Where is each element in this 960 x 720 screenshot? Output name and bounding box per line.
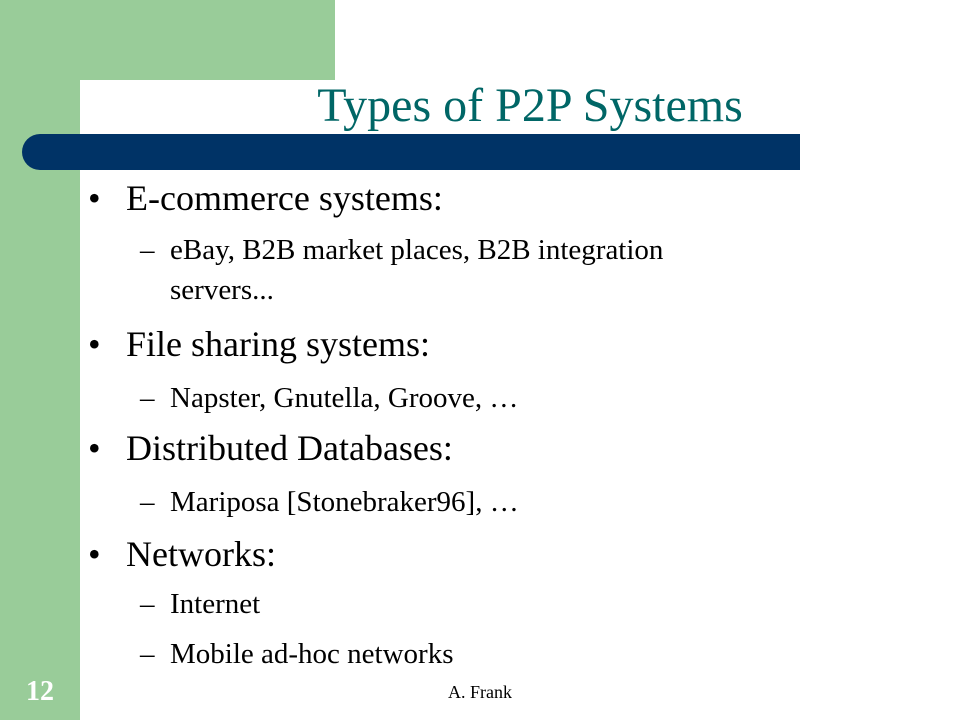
green-top-band [80,0,335,80]
sub-bullet-text: servers... [170,274,274,306]
footer-author: A. Frank [448,682,512,702]
sub-bullet-marker: – [140,486,155,518]
green-sidebar [0,0,80,720]
sub-bullet-marker: – [140,234,155,266]
page-number: 12 [26,676,54,707]
sub-bullet-text: Internet [170,588,261,620]
bullet-marker: • [88,324,101,364]
bullet-marker: • [88,534,101,574]
bullet-text: E-commerce systems: [126,178,443,218]
bullet-text: Networks: [126,534,276,574]
title-underline-bar [22,134,800,170]
sub-bullet-marker: – [140,588,155,620]
sub-bullet-marker: – [140,638,155,670]
bullet-text: File sharing systems: [126,324,430,364]
bullet-text: Distributed Databases: [126,428,453,468]
sub-bullet-text: Mariposa [Stonebraker96], … [170,486,519,518]
bullet-marker: • [88,428,101,468]
sub-bullet-marker: – [140,382,155,414]
sub-bullet-text: eBay, B2B market places, B2B integration [170,234,664,266]
sub-bullet-text: Mobile ad-hoc networks [170,638,454,670]
sub-bullet-text: Napster, Gnutella, Groove, … [170,382,519,414]
bullet-marker: • [88,178,101,218]
slide-title: Types of P2P Systems [317,79,743,132]
